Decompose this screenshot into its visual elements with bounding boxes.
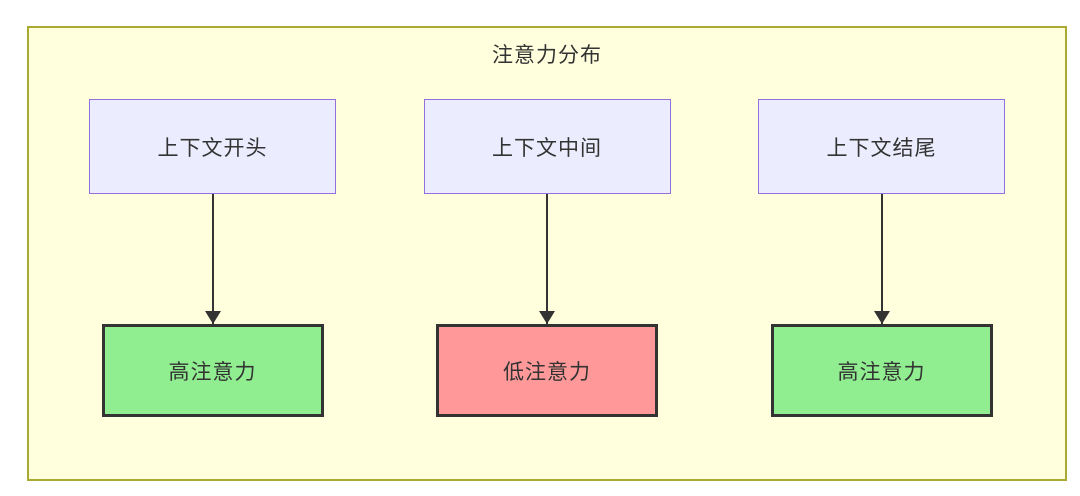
attention-distribution-container: 注意力分布 上下文开头 高注意力 上下文中间 低注意力 <box>27 26 1067 481</box>
arrow-down-icon <box>546 194 548 324</box>
target-node-label: 高注意力 <box>168 360 257 384</box>
arrow-down-icon <box>880 194 883 324</box>
flow-column-context-end: 上下文结尾 高注意力 <box>758 99 1005 417</box>
flow-column-context-middle: 上下文中间 低注意力 <box>423 99 671 417</box>
target-node-label: 低注意力 <box>503 360 591 384</box>
source-node-context-start: 上下文开头 <box>89 99 336 194</box>
target-node-low-attention: 低注意力 <box>436 324 658 417</box>
source-node-label: 上下文结尾 <box>826 136 937 160</box>
source-node-context-end: 上下文结尾 <box>758 99 1005 194</box>
diagram-title: 注意力分布 <box>492 44 602 67</box>
source-node-context-middle: 上下文中间 <box>423 99 671 194</box>
target-node-label: 高注意力 <box>837 360 926 384</box>
arrow-down-icon <box>211 194 214 324</box>
source-node-label: 上下文中间 <box>492 136 602 160</box>
target-node-high-attention-1: 高注意力 <box>101 324 324 417</box>
flow-columns-row: 上下文开头 高注意力 上下文中间 低注意力 上下文结尾 <box>29 99 1065 417</box>
source-node-label: 上下文开头 <box>157 136 268 160</box>
target-node-high-attention-2: 高注意力 <box>770 324 993 417</box>
flow-column-context-start: 上下文开头 高注意力 <box>89 99 336 417</box>
